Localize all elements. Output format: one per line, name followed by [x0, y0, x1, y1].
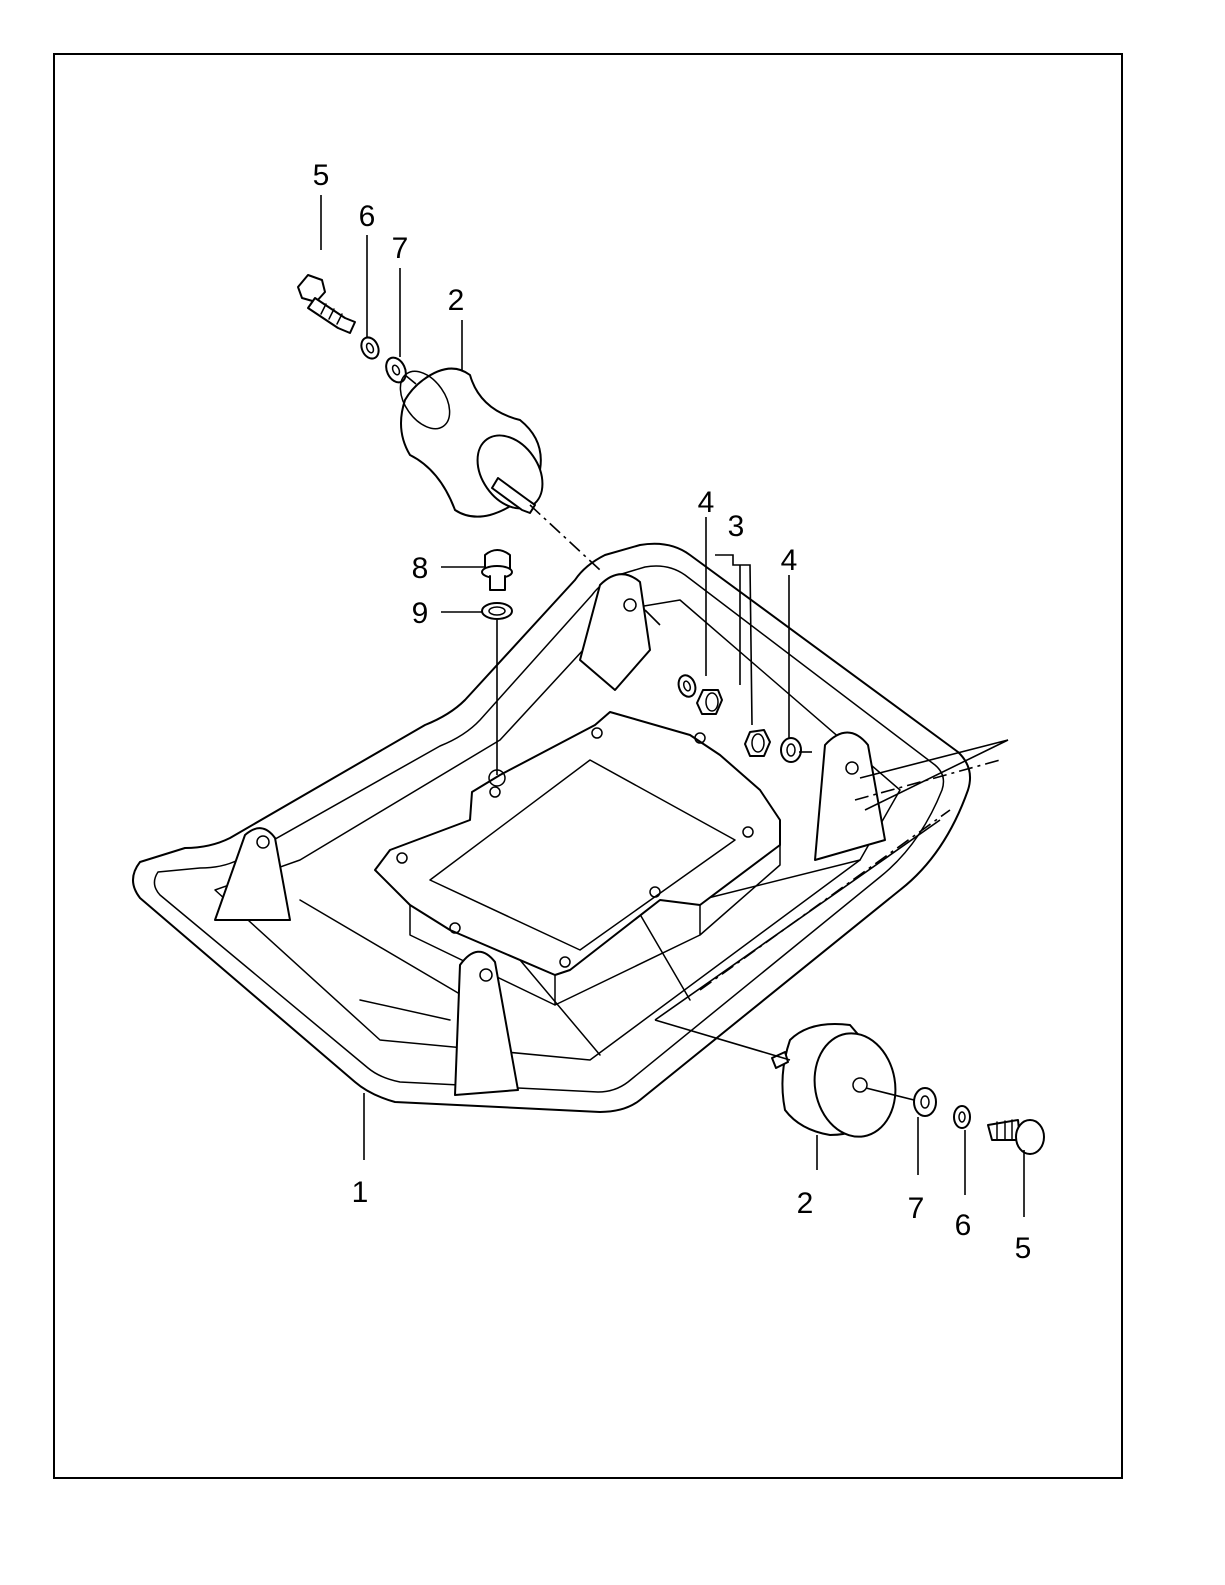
rear-nut	[745, 730, 770, 756]
lower-bolt	[988, 1120, 1044, 1154]
rear-washer	[781, 738, 801, 762]
callout-4-left: 4	[698, 486, 715, 519]
callout-1: 1	[352, 1176, 369, 1209]
callout-9: 9	[412, 597, 429, 630]
callout-2-lower: 2	[797, 1187, 814, 1220]
callout-4-right: 4	[781, 544, 798, 577]
callout-5-upper: 5	[313, 159, 330, 192]
lower-flat-washer	[914, 1088, 936, 1116]
callout-7-upper: 7	[392, 232, 409, 265]
seal-ring	[482, 603, 512, 619]
callout-6-upper: 6	[359, 200, 376, 233]
lower-rubber-mount	[772, 1024, 903, 1143]
lower-lock-washer	[954, 1106, 970, 1128]
callout-6-lower: 6	[955, 1209, 972, 1242]
upper-flat-washer	[382, 354, 409, 385]
callout-2-upper: 2	[448, 284, 465, 317]
callout-3: 3	[728, 510, 745, 543]
drain-plug	[482, 550, 512, 590]
upper-bolt	[298, 275, 355, 333]
callout-7-lower: 7	[908, 1192, 925, 1225]
callout-8: 8	[412, 552, 429, 585]
upper-lock-washer	[358, 335, 382, 362]
upper-rubber-mount	[390, 362, 556, 521]
callout-5-lower: 5	[1015, 1232, 1032, 1265]
rear-spacer	[697, 690, 722, 714]
